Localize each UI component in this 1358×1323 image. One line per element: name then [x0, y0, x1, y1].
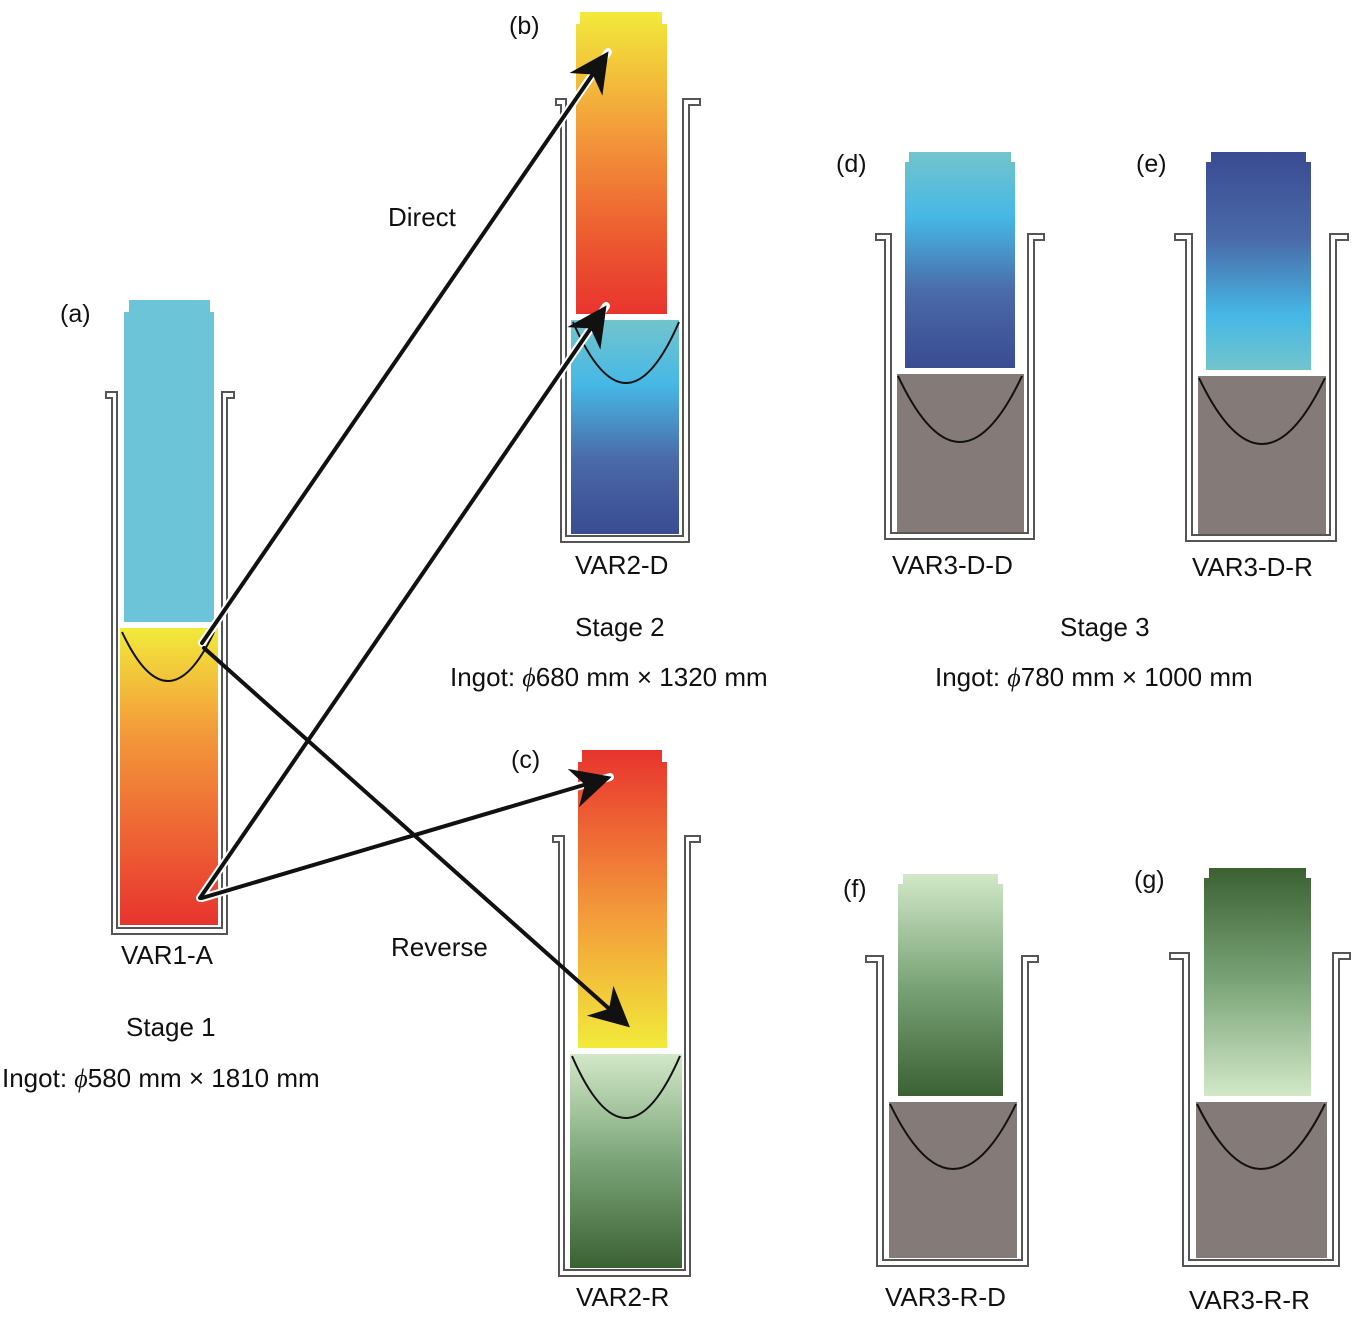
- arrow-reverse-bottom: [200, 768, 612, 900]
- arrow-label-direct: Direct: [388, 202, 456, 232]
- ingot-var3-d-r: [1174, 152, 1349, 542]
- arrows: [196, 48, 630, 1028]
- stage-2-ingot: Ingot: ϕ680 mm × 1320 mm: [450, 662, 768, 693]
- stage-1-label: Stage 1: [126, 1012, 216, 1042]
- ingot-name-var2-r: VAR2-R: [576, 1282, 670, 1312]
- arrow-direct-top: [200, 51, 609, 645]
- ingot-name-var3-r-d: VAR3-R-D: [885, 1282, 1006, 1312]
- ingot-var3-r-d: [865, 874, 1039, 1267]
- stage-1-phi: ϕ: [74, 1064, 88, 1093]
- panel-letter-b: (b): [509, 12, 540, 40]
- stage-3-ingot: Ingot: ϕ780 mm × 1000 mm: [935, 662, 1253, 693]
- ingot-var3-d-d: [875, 152, 1045, 540]
- panel-letter-g: (g): [1134, 866, 1165, 894]
- ingot-name-var3-d-r: VAR3-D-R: [1192, 552, 1313, 582]
- ingot-var1-a: [105, 300, 235, 935]
- panel-letter-c: (c): [511, 746, 541, 774]
- ingot-var2-r: [552, 750, 701, 1277]
- stage-1-ingot-prefix: Ingot:: [2, 1063, 75, 1093]
- panel-letter-e: (e): [1136, 150, 1167, 178]
- stage-3-ingot-prefix: Ingot:: [935, 662, 1008, 692]
- stage-3-phi: ϕ: [1007, 663, 1021, 692]
- ingot-var2-d: [555, 12, 701, 543]
- stage-2-ingot-size: 680 mm × 1320 mm: [535, 662, 768, 692]
- stage-3-label: Stage 3: [1060, 612, 1150, 642]
- panel-letter-f: (f): [843, 875, 867, 903]
- stage-1-ingot-size: 580 mm × 1810 mm: [87, 1063, 320, 1093]
- panel-letter-a: (a): [60, 300, 91, 328]
- stage-3-ingot-size: 780 mm × 1000 mm: [1020, 662, 1253, 692]
- ingot-name-var1-a: VAR1-A: [121, 940, 213, 970]
- panel-letter-d: (d): [836, 150, 867, 178]
- arrow-label-reverse: Reverse: [391, 932, 488, 962]
- ingot-var3-r-r: [1169, 868, 1351, 1267]
- ingot-name-var3-r-r: VAR3-R-R: [1189, 1285, 1310, 1315]
- ingot-name-var2-d: VAR2-D: [575, 550, 669, 580]
- stage-1-ingot: Ingot: ϕ580 mm × 1810 mm: [2, 1063, 320, 1094]
- stage-2-ingot-prefix: Ingot:: [450, 662, 523, 692]
- arrow-direct-bottom: [198, 305, 607, 900]
- stage-2-label: Stage 2: [575, 612, 665, 642]
- ingot-name-var3-d-d: VAR3-D-D: [892, 550, 1013, 580]
- stage-2-phi: ϕ: [522, 663, 536, 692]
